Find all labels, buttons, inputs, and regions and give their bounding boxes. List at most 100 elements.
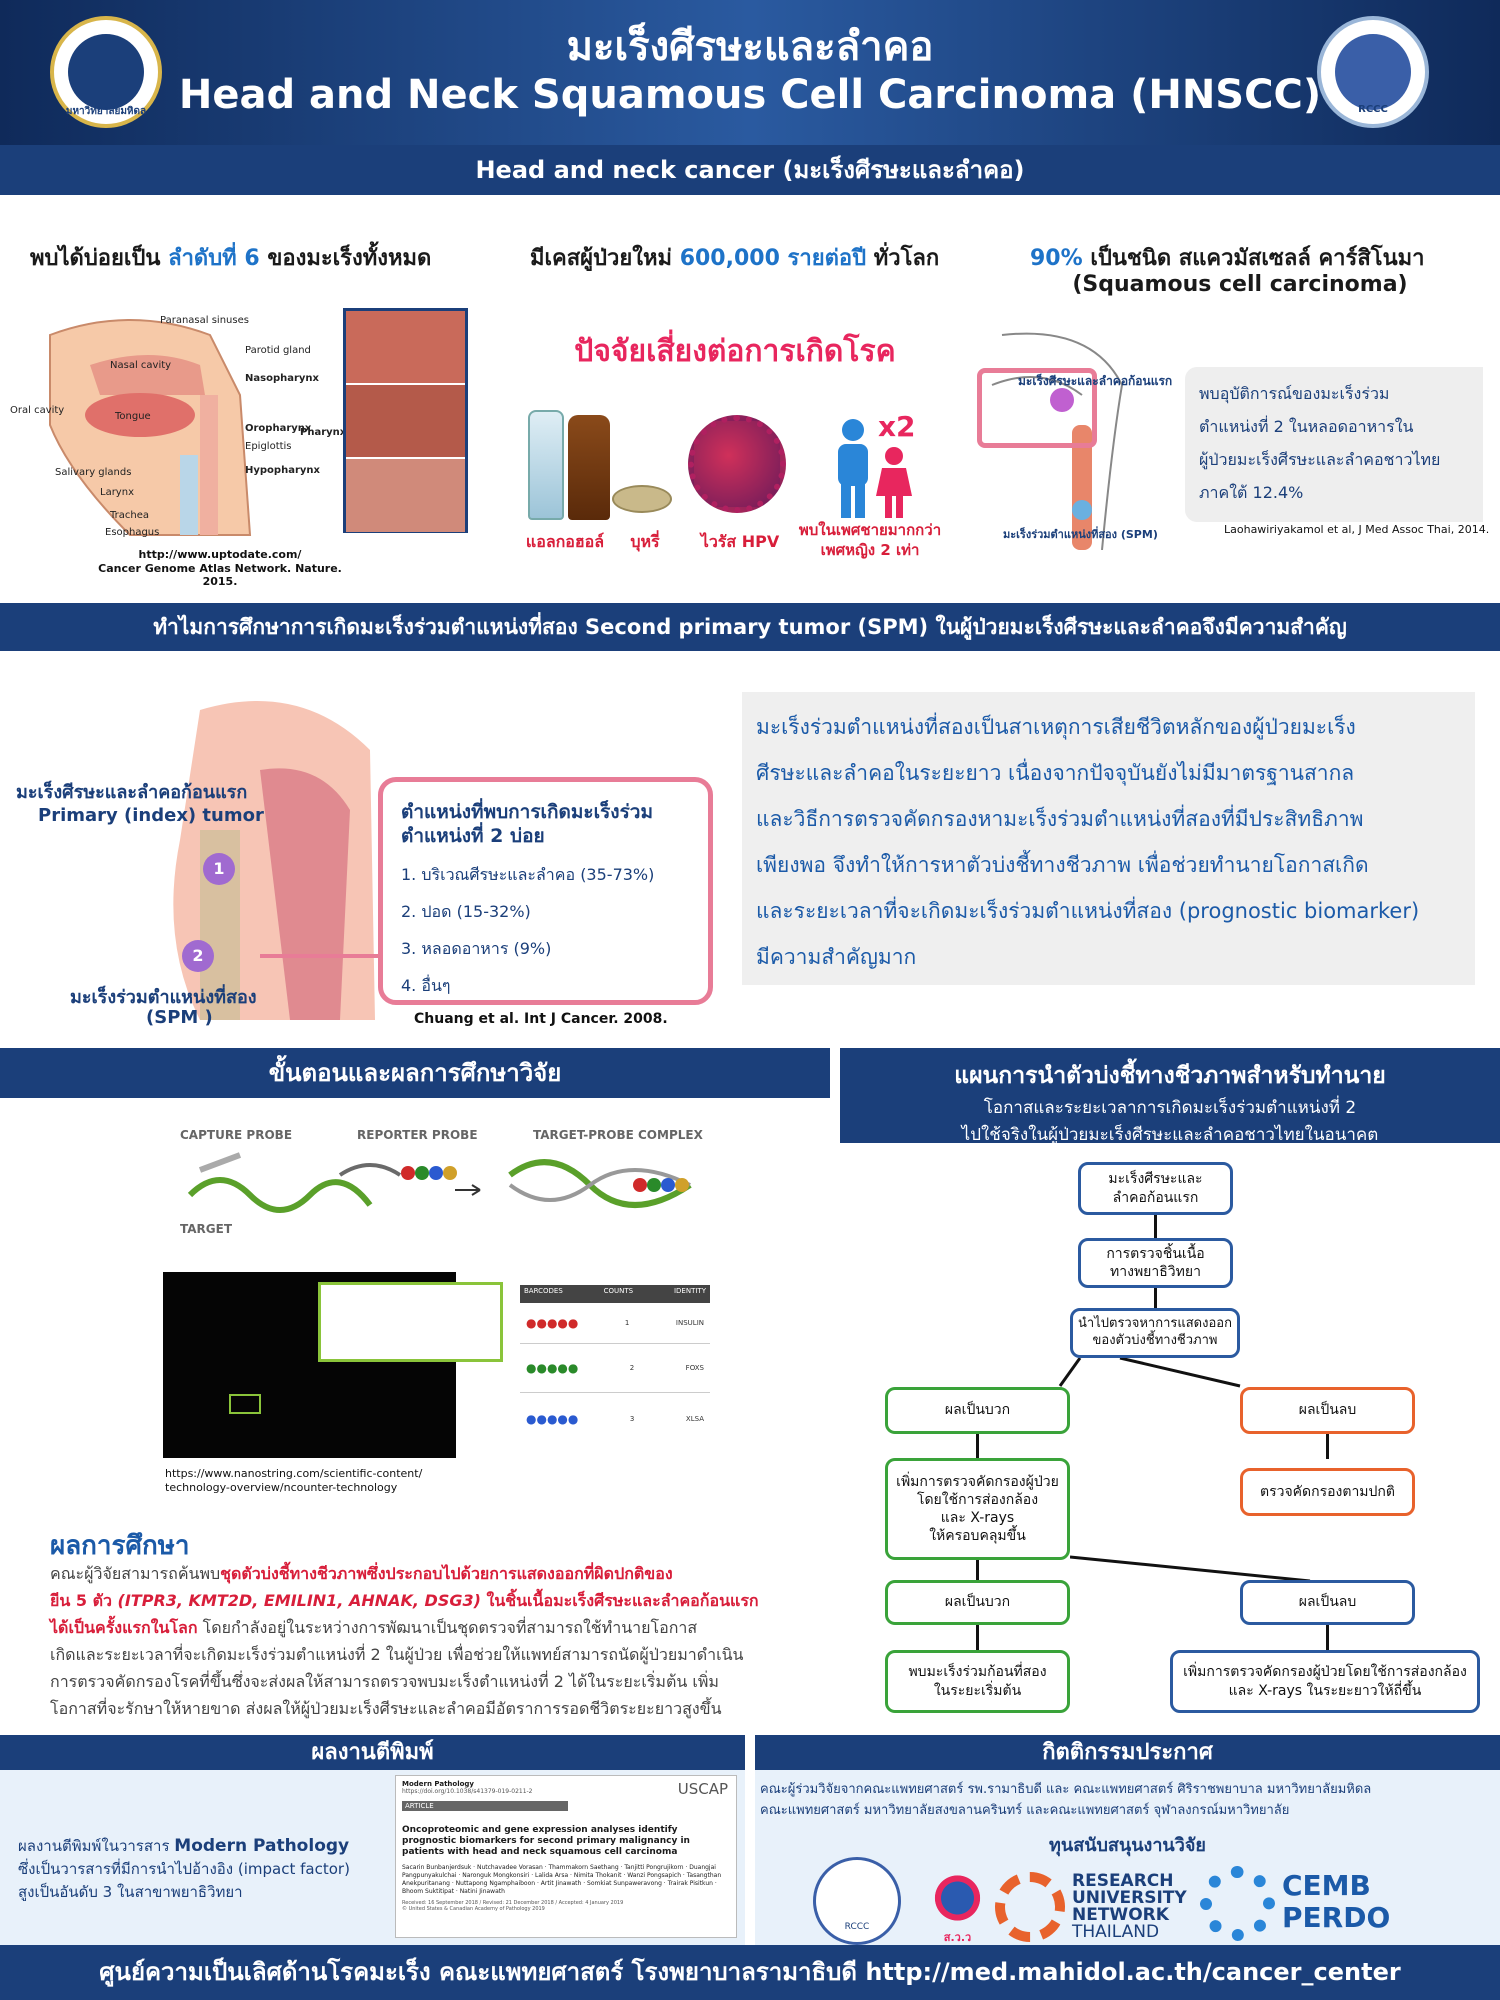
title-english: Head and Neck Squamous Cell Carcinoma (H… — [178, 72, 1322, 118]
publication-text-3: สูงเป็นอันดับ 3 ในสาขาพยาธิวิทยา — [18, 1883, 243, 1901]
results-line1-pre: คณะผู้วิจัยสามารถค้นพบ — [50, 1564, 221, 1583]
spm-sites-title-2: ตำแหน่งที่ 2 บ่อย — [401, 825, 545, 847]
stat-squamous-english: (Squamous cell carcinoma) — [1072, 272, 1408, 297]
run-line-3: NETWORK — [1072, 1905, 1169, 1925]
flow-routine-screening: ตรวจคัดกรองตามปกติ — [1240, 1468, 1415, 1516]
ashtray-cigarette-icon — [612, 485, 672, 513]
flow-arrow-4 — [1326, 1434, 1329, 1459]
label-hypopharynx: Hypopharynx — [245, 465, 320, 476]
flow-positive-1: ผลเป็นบวก — [885, 1387, 1070, 1434]
results-line4: เกิดและระยะเวลาที่จะเกิดมะเร็งร่วมตำแหน่… — [50, 1645, 744, 1664]
spm-site-2: 2. ปอด (15-32%) — [401, 902, 531, 921]
label-salivary: Salivary glands — [55, 467, 132, 478]
para-line-1: มะเร็งร่วมตำแหน่งที่สองเป็นสาเหตุการเสีย… — [756, 715, 1356, 739]
stat-new-cases-highlight: 600,000 รายต่อปี — [679, 246, 867, 271]
para-line-6: มีความสำคัญมาก — [756, 945, 917, 969]
stat-rank-highlight: ลำดับที่ 6 — [168, 246, 260, 271]
svv-text: ส.ว.ว — [943, 1931, 972, 1944]
nanostring-source-1: https://www.nanostring.com/scientific-co… — [165, 1467, 423, 1480]
spm-head-diagram — [962, 325, 1177, 551]
rccc-logo: RCCC — [1317, 16, 1429, 128]
thai-incidence-line-4: ภาคใต้ 12.4% — [1199, 483, 1304, 502]
paper-doi: https://doi.org/10.1038/s41379-019-0211-… — [402, 1788, 533, 1795]
thai-incidence-box: พบอุบัติการณ์ของมะเร็งร่วม ตำแหน่งที่ 2 … — [1185, 367, 1483, 522]
run-line-1: RESEARCH — [1072, 1871, 1174, 1891]
paper-journal: Modern Pathology — [402, 1780, 474, 1788]
run-line-2: UNIVERSITY — [1072, 1888, 1187, 1908]
flow-long-term-screening: เพิ่มการตรวจคัดกรองผู้ป่วยโดยใช้การส่องก… — [1170, 1650, 1480, 1713]
tbl-id-2: FOXS — [685, 1364, 704, 1372]
para-line-5: และระยะเวลาที่จะเกิดมะเร็งร่วมตำแหน่งที่… — [756, 899, 1420, 923]
tbl-head-counts: COUNTS — [603, 1287, 634, 1295]
para-line-2: ศีรษะและลำคอในระยะยาว เนื่องจากปัจจุบันย… — [756, 761, 1355, 785]
paper-title: Oncoproteomic and gene expression analys… — [402, 1825, 690, 1857]
footer-banner: ศูนย์ความเป็นเลิศด้านโรคมะเร็ง คณะแพทยศา… — [0, 1945, 1500, 2000]
results-line6: โอกาสที่จะรักษาให้หายขาด ส่งผลให้ผู้ป่วย… — [50, 1699, 722, 1718]
spm-site-4: 4. อื่นๆ — [401, 976, 451, 995]
header-banner — [0, 0, 1500, 145]
paper-thumbnail: Modern Pathology https://doi.org/10.1038… — [395, 1775, 737, 1938]
funding-title: ทุนสนับสนุนงานวิจัย — [1049, 1835, 1206, 1856]
results-title: ผลการศึกษา — [50, 1531, 190, 1561]
spm-site-3: 3. หลอดอาหาร (9%) — [401, 939, 552, 958]
cemb-line-2: PERDO — [1282, 1901, 1391, 1934]
tbl-count-1: 1 — [624, 1319, 630, 1327]
nanostring-source-2: technology-overview/ncounter-technology — [165, 1481, 398, 1494]
tbl-count-2: 2 — [629, 1364, 635, 1372]
flow-early-detection: พบมะเร็งร่วมก้อนที่สอง ในระยะเริ่มต้น — [885, 1650, 1070, 1713]
results-line1-red: ชุดตัวบ่งชี้ทางชีวภาพซึ่งประกอบไปด้วยการ… — [220, 1564, 673, 1583]
vodka-bottle-icon — [528, 410, 564, 520]
results-text: คณะผู้วิจัยสามารถค้นพบชุดตัวบ่งชี้ทางชีว… — [50, 1560, 830, 1722]
complex-label: TARGET-PROBE COMPLEX — [533, 1128, 703, 1142]
spm-sites-box: ตำแหน่งที่พบการเกิดมะเร็งร่วม ตำแหน่งที่… — [378, 777, 713, 1005]
flow-arrow-6 — [976, 1625, 979, 1650]
risk-gender-label-1: พบในเพศชายมากกว่า — [798, 521, 942, 539]
paper-article-label: ARTICLE — [402, 1801, 568, 1811]
label-paranasal: Paranasal sinuses — [160, 315, 249, 326]
results-genes: (ITPR3, KMT2D, EMILIN1, AHNAK, DSG3) — [117, 1591, 481, 1610]
run-text: RESEARCH UNIVERSITY NETWORK THAILAND — [1072, 1873, 1187, 1941]
cemb-line-1: CEMB — [1282, 1869, 1371, 1902]
plan-title: แผนการนำตัวบ่งชี้ทางชีวภาพสำหรับทำนาย — [954, 1063, 1386, 1089]
label-larynx: Larynx — [100, 487, 134, 498]
rccc-funding-text: RCCC — [844, 1922, 870, 1932]
marker-connector — [260, 954, 380, 958]
stat-rank-post: ของมะเร็งทั้งหมด — [267, 246, 432, 271]
cemb-logo-icon — [1200, 1866, 1275, 1941]
results-line3-red: ได้เป็นครั้งแรกในโลก — [50, 1618, 198, 1637]
label-oral-cavity: Oral cavity — [10, 405, 65, 416]
publication-journal: Modern Pathology — [174, 1836, 350, 1856]
stat-squamous-highlight: 90% — [1030, 246, 1083, 271]
spm-importance-paragraph: มะเร็งร่วมตำแหน่งที่สองเป็นสาเหตุการเสีย… — [742, 692, 1475, 985]
risk-smoking-label: บุหรี่ — [630, 532, 660, 551]
flow-biomarker-test: นำไปตรวจหาการแสดงออก ของตัวบ่งชี้ทางชีวภ… — [1070, 1308, 1240, 1358]
thai-incidence-line-3: ผู้ป่วยมะเร็งศีรษะและลำคอชาวไทย — [1199, 450, 1441, 469]
anatomy-source-2: Cancer Genome Atlas Network. Nature. 201… — [98, 562, 342, 588]
plan-subtitle-2: ไปใช้จริงในผู้ป่วยมะเร็งศีรษะและลำคอชาวไ… — [961, 1125, 1379, 1145]
label-oropharynx: Oropharynx — [245, 423, 312, 434]
publication-text-2: ซึ่งเป็นวารสารที่มีการนำไปอ้างอิง (impac… — [18, 1860, 350, 1878]
spm-head-illustration — [140, 690, 390, 1020]
head-neck-anatomy-illustration: Paranasal sinuses Nasal cavity Oral cavi… — [10, 305, 346, 545]
primary-tumor-label-en: Primary (index) tumor — [38, 805, 264, 826]
flow-first-tumor: มะเร็งศีรษะและ ลำคอก้อนแรก — [1078, 1162, 1233, 1215]
target-label: TARGET — [180, 1222, 233, 1236]
cemb-text: CEMB PERDO — [1282, 1870, 1390, 1934]
tbl-id-3: XLSA — [685, 1415, 704, 1423]
endoscopy-photos — [343, 308, 468, 533]
section-publication-title: ผลงานตีพิมพ์ — [0, 1735, 745, 1770]
para-line-3: และวิธีการตรวจคัดกรองหามะเร็งร่วมตำแหน่ง… — [756, 807, 1364, 831]
stat-new-cases: มีเคสผู้ป่วยใหม่ 600,000 รายต่อปี ทั่วโล… — [530, 240, 1000, 275]
thai-incidence-ref: Laohawiriyakamol et al, J Med Assoc Thai… — [1224, 523, 1490, 536]
section-methods-title: ขั้นตอนและผลการศึกษาวิจัย — [0, 1048, 830, 1098]
zoom-region — [229, 1394, 261, 1414]
flow-branch-lines — [880, 1356, 1300, 1388]
tbl-count-3: 3 — [629, 1415, 635, 1423]
ncounter-image — [163, 1272, 503, 1458]
paper-dates: Received: 16 September 2018 / Revised: 2… — [402, 1900, 624, 1906]
tbl-head-identity: IDENTITY — [673, 1287, 706, 1295]
run-thailand-logo — [995, 1872, 1065, 1942]
flow-cross-line — [1069, 1555, 1320, 1585]
spm-sites-title-1: ตำแหน่งที่พบการเกิดมะเร็งร่วม — [401, 801, 653, 823]
